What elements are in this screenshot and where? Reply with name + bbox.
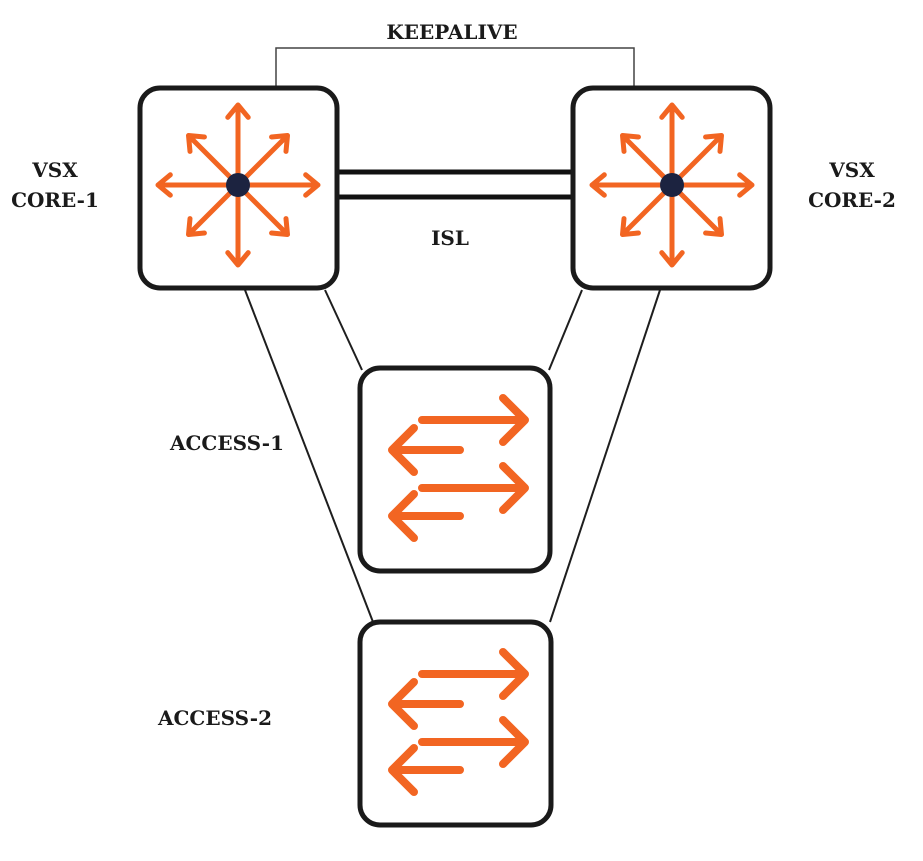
router-arrows-icon xyxy=(155,102,321,268)
isl-label: ISL xyxy=(431,226,469,250)
link-core2-access2 xyxy=(549,289,661,623)
core-1-label-line2: CORE-1 xyxy=(11,188,99,212)
link-core1-access1 xyxy=(324,289,363,371)
access-2-switch xyxy=(357,619,554,828)
core-1-label-line1: VSX xyxy=(31,158,78,182)
keepalive-label: KEEPALIVE xyxy=(386,20,517,44)
link-core1-access2 xyxy=(244,289,374,623)
access-1-label: ACCESS-1 xyxy=(169,431,284,455)
link-core2-access1 xyxy=(548,289,583,371)
access-1-switch xyxy=(357,365,553,574)
access-2-label: ACCESS-2 xyxy=(157,706,272,730)
core-2-label-line2: CORE-2 xyxy=(808,188,896,212)
isl-link xyxy=(337,169,573,200)
core-2-label-line1: VSX xyxy=(828,158,875,182)
switch-arrows-icon xyxy=(388,648,529,796)
switch-arrows-icon xyxy=(388,394,529,542)
router-arrows-icon xyxy=(589,102,755,268)
keepalive-link xyxy=(275,47,635,86)
